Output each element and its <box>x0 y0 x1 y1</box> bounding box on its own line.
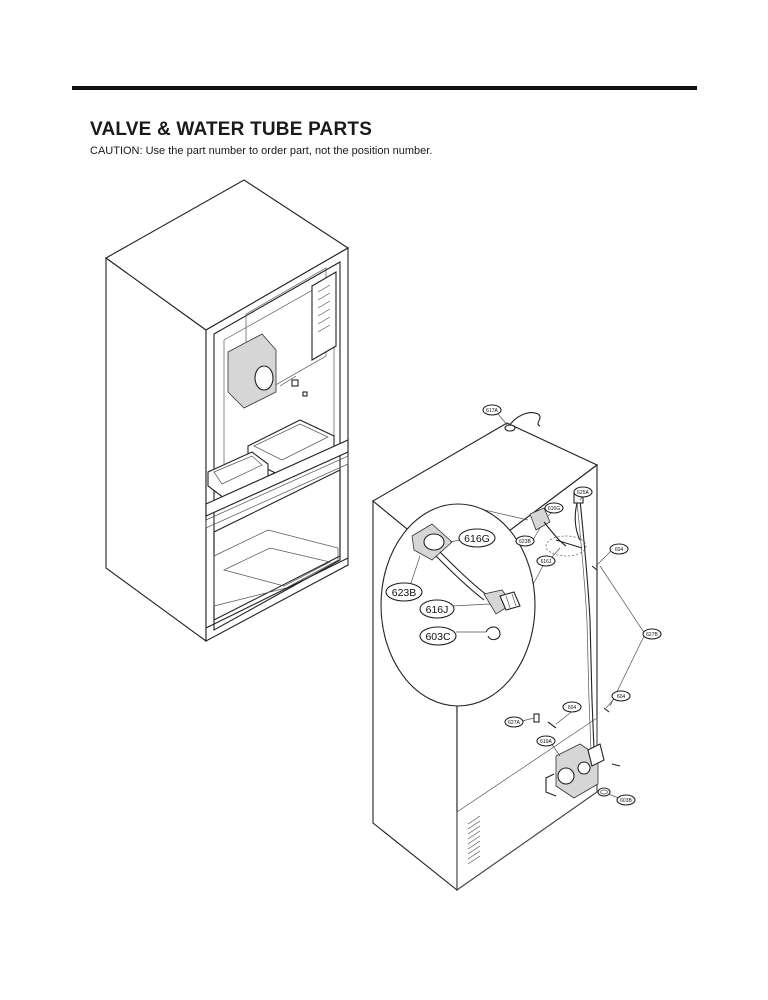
zoom-callout-616G: 616G <box>458 528 496 548</box>
zoom-label-616J: 616J <box>426 604 449 616</box>
svg-text:617A: 617A <box>486 408 498 414</box>
callout-623B: 623B <box>515 535 535 547</box>
callout-604-top: 604 <box>609 543 629 555</box>
svg-text:603B: 603B <box>620 798 632 804</box>
zoom-label-616G: 616G <box>464 533 490 545</box>
refrigerator-front-view <box>104 179 350 643</box>
callout-603B: 603B <box>616 794 636 806</box>
callout-604-mid: 604 <box>562 701 582 713</box>
callout-616G: 616G <box>544 502 564 514</box>
callout-627A: 627A <box>504 716 524 728</box>
callout-617A: 617A <box>482 404 502 416</box>
zoom-label-623B: 623B <box>392 587 417 599</box>
page-title: VALVE & WATER TUBE PARTS <box>90 119 373 140</box>
top-rule <box>72 86 697 90</box>
svg-text:625A: 625A <box>577 490 589 496</box>
svg-text:627A: 627A <box>508 720 520 726</box>
detail-zoom-bubble <box>380 503 547 707</box>
zoom-label-603C: 603C <box>425 631 451 643</box>
svg-text:619A: 619A <box>540 739 552 745</box>
svg-text:616J: 616J <box>541 559 552 565</box>
callout-616J: 616J <box>536 555 556 567</box>
callout-619A: 619A <box>536 735 556 747</box>
zoom-callout-616J: 616J <box>419 599 455 619</box>
callout-604-right: 604 <box>611 690 631 702</box>
caution-note: CAUTION: Use the part number to order pa… <box>90 145 433 157</box>
svg-text:604: 604 <box>615 547 624 553</box>
svg-text:627B: 627B <box>646 632 658 638</box>
callout-627B: 627B <box>642 628 662 640</box>
svg-text:604: 604 <box>617 694 626 700</box>
zoom-callout-623B: 623B <box>385 582 423 602</box>
zoom-callout-603C: 603C <box>419 626 457 646</box>
svg-text:604: 604 <box>568 705 577 711</box>
svg-text:616G: 616G <box>548 506 560 512</box>
callout-625A: 625A <box>573 486 593 498</box>
svg-text:623B: 623B <box>519 539 531 545</box>
